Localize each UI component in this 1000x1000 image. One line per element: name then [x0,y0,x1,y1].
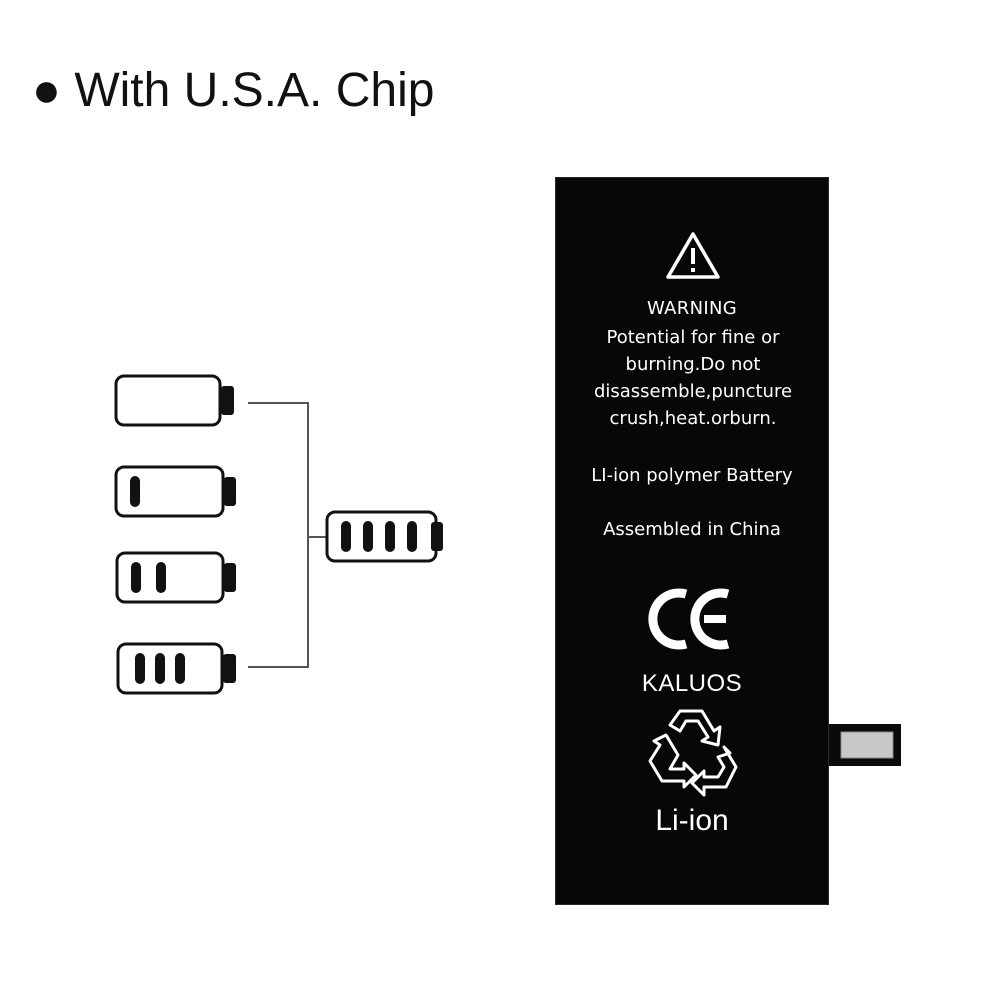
warning-line: Potential for fine or [606,327,780,348]
battery-icon [115,551,236,604]
battery-icon [325,510,443,563]
headline: ● With U.S.A. Chip [32,64,435,117]
warning-line: crush,heat.orburn. [609,408,777,429]
flex-connector [829,724,901,766]
chemistry-label: Li-ion [655,804,729,837]
battery-icon [114,374,234,427]
brand-name: KALUOS [641,670,743,697]
battery-origin: Assembled in China [603,519,781,540]
battery-cell: WARNING Potential for fine or burning.Do… [555,177,829,905]
warning-line: disassemble,puncture [593,381,793,402]
warning-title: WARNING [647,298,737,319]
battery-icon [114,465,236,518]
warning-triangle-icon [666,232,720,279]
warning-text: Potential for fine or burning.Do not dis… [576,324,810,432]
ce-mark-icon [648,588,730,650]
battery-icon [116,642,236,695]
recycle-icon [648,709,738,797]
bracket-lines [248,402,326,668]
battery-type: LI-ion polymer Battery [591,465,793,486]
warning-line: burning.Do not [625,354,761,375]
